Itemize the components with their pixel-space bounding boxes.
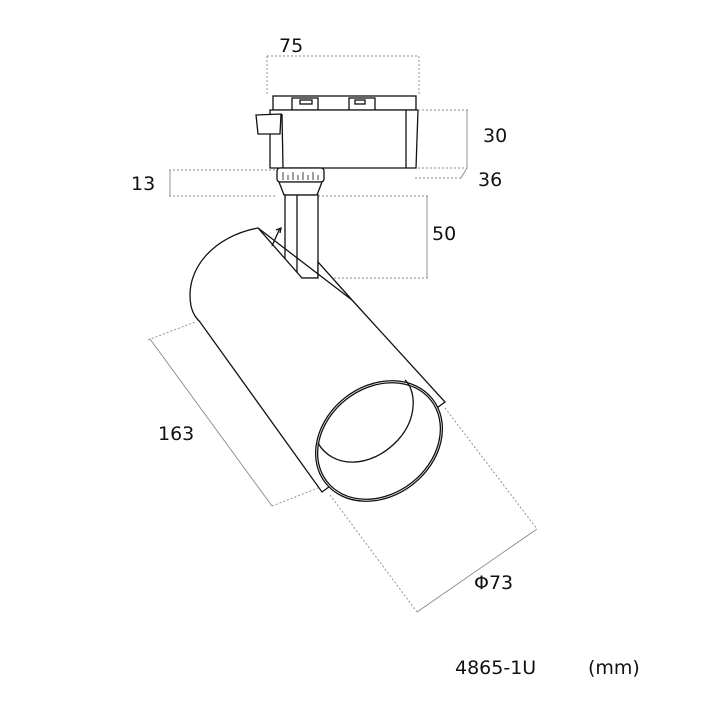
dim-stem: [318, 195, 428, 279]
dim-diameter: [329, 407, 538, 613]
dim-collar: [169, 169, 277, 197]
dim-collar-label: 13: [131, 173, 155, 195]
dim-diameter-label: Φ73: [474, 572, 513, 594]
dim-body-length: [147, 321, 319, 507]
dim-body-length-label: 163: [158, 423, 194, 445]
dim-width-label: 75: [279, 35, 303, 57]
dim-stem-label: 50: [432, 223, 456, 245]
dim-width: [266, 55, 420, 94]
dim-adapter-height-label: 30: [483, 125, 507, 147]
dim-adapter-height: [415, 109, 470, 179]
unit-label: (mm): [588, 657, 640, 679]
lamp-body: [189, 226, 446, 502]
rotation-collar: [276, 167, 325, 196]
dim-adapter-depth-label: 36: [478, 169, 502, 191]
track-adapter: [255, 95, 419, 169]
model-number: 4865-1U: [455, 657, 536, 679]
